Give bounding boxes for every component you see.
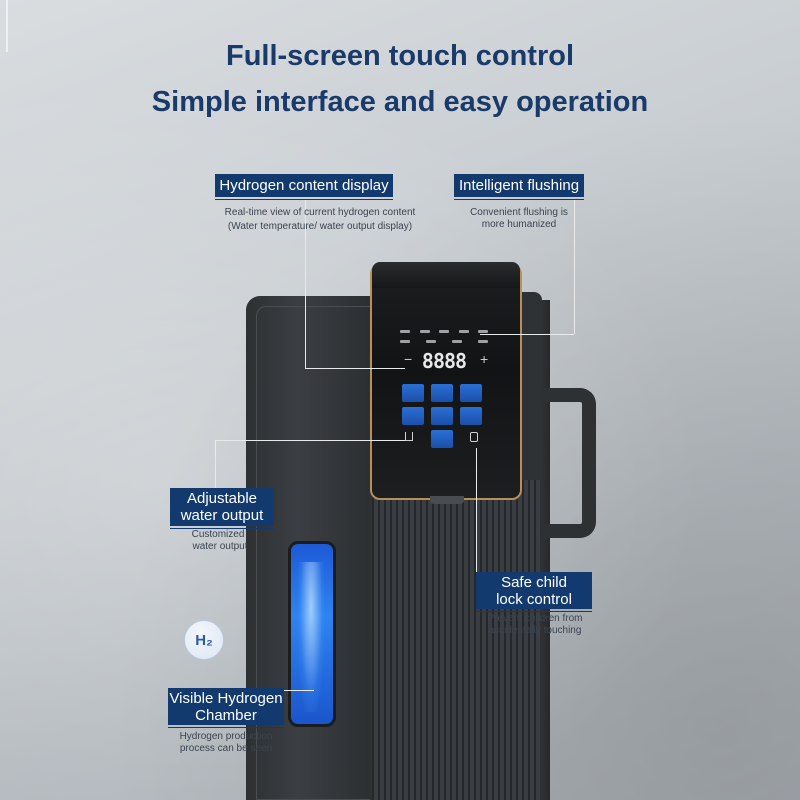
child-lock-label-line-1: Safe child — [501, 573, 567, 591]
touch-key — [431, 407, 453, 425]
chamber-desc-1: Hydrogen production — [179, 731, 273, 742]
chamber-desc-2: process can be seen — [179, 743, 273, 754]
hydrogen-bubbles — [298, 562, 324, 712]
mode-indicator — [426, 340, 436, 343]
child-lock-desc-1: Prevent children from — [487, 613, 583, 624]
flushing-desc-2: more humanized — [481, 219, 557, 230]
decrease-button: − — [404, 351, 413, 367]
touch-key — [431, 430, 453, 448]
cup-icon — [405, 432, 413, 441]
mode-indicator-row-2 — [400, 340, 488, 343]
device-handle — [540, 388, 596, 538]
connector-line — [215, 440, 216, 490]
label-underline — [215, 199, 393, 200]
headline-line-1: Full-screen touch control — [225, 40, 575, 72]
hydrogen-chamber-label: Visible Hydrogen Chamber — [168, 688, 284, 725]
mode-indicator-row — [400, 330, 488, 333]
hydrogen-molecule-icon: H₂ — [184, 620, 224, 660]
connector-line — [480, 334, 574, 335]
hydrogen-chamber-label-line-2: Chamber — [195, 706, 257, 724]
mode-indicator — [478, 340, 488, 343]
hydrogen-display-desc-2: (Water temperature/ water output display… — [227, 221, 413, 232]
mode-indicator — [439, 330, 449, 333]
connector-line — [215, 440, 405, 441]
connector-line — [284, 690, 314, 691]
hydrogen-display-desc-1: Real-time view of current hydrogen conte… — [224, 207, 416, 218]
label-underline — [454, 199, 584, 200]
lock-icon — [470, 432, 478, 442]
touch-key — [460, 384, 482, 402]
connector-line — [476, 448, 477, 572]
hydrogen-display-label: Hydrogen content display — [215, 174, 393, 197]
label-underline — [476, 611, 592, 612]
touch-key — [460, 407, 482, 425]
flushing-desc-1: Convenient flushing is — [470, 207, 568, 218]
label-underline — [168, 727, 284, 728]
device-ribbed-panel — [372, 480, 540, 800]
hydrogen-chamber-label-line-1: Visible Hydrogen — [169, 689, 283, 707]
mode-indicator — [452, 340, 462, 343]
corner-divider — [6, 0, 8, 52]
water-output-label-line-1: Adjustable — [186, 490, 258, 507]
mode-indicator — [458, 330, 469, 333]
touch-key — [402, 407, 424, 425]
intelligent-flushing-label: Intelligent flushing — [454, 174, 584, 197]
label-underline — [170, 528, 274, 529]
water-output-desc-1: Customized — [191, 529, 245, 540]
child-lock-label: Safe child lock control — [476, 572, 592, 609]
panel-hood — [372, 262, 520, 288]
connector-line — [305, 200, 306, 368]
touch-key — [431, 384, 453, 402]
water-output-label: Adjustable water output — [170, 488, 274, 526]
mode-indicator — [478, 330, 488, 333]
panel-digit-display: 8888 — [421, 349, 467, 373]
mode-indicator — [400, 330, 410, 333]
water-output-desc-2: water output — [192, 541, 248, 552]
water-outlet — [430, 496, 464, 504]
child-lock-label-line-2: lock control — [496, 590, 572, 608]
connector-line — [305, 368, 405, 369]
connector-line — [574, 200, 575, 334]
water-output-label-line-2: water output — [180, 507, 264, 524]
touch-control-panel — [370, 264, 522, 500]
increase-button: + — [480, 351, 489, 367]
touch-key — [402, 384, 424, 402]
headline-line-2: Simple interface and easy operation — [151, 86, 649, 118]
child-lock-desc-2: accidentally touching — [488, 625, 582, 636]
mode-indicator — [400, 340, 410, 343]
mode-indicator — [419, 330, 430, 333]
